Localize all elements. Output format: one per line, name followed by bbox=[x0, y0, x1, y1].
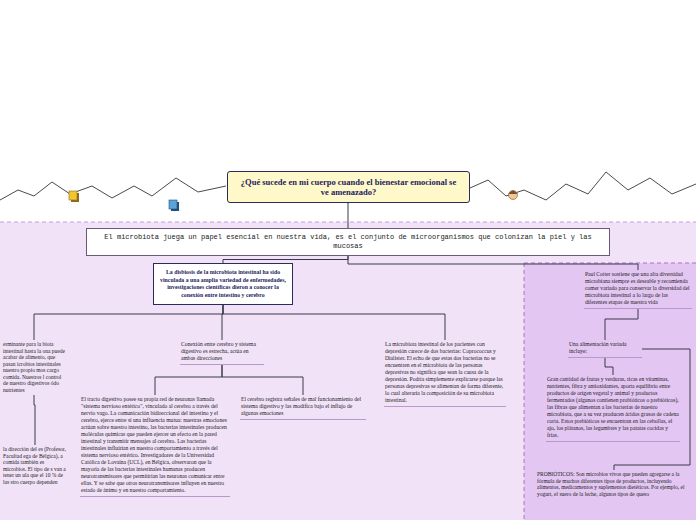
note-text: PROBIÓTICOS: Son microbios vivos que pue… bbox=[536, 470, 692, 499]
note-text: El tracto digestivo posee su propia red … bbox=[80, 395, 230, 497]
note-text: La microbiota intestinal de los paciente… bbox=[384, 340, 506, 407]
node-text: Conexión entre cerebro y sistema digesti… bbox=[181, 341, 263, 362]
note-icon bbox=[169, 200, 179, 211]
branch-line bbox=[222, 365, 303, 395]
note-text: Paul Cotter sostiene que una alta divers… bbox=[584, 270, 692, 309]
note-icon bbox=[69, 191, 79, 202]
note-text: Gran cantidad de frutas y verduras, rica… bbox=[546, 375, 680, 442]
topic-box: La disbiosis de la microbiota intestinal… bbox=[153, 263, 293, 305]
node-text: PROBIÓTICOS: Son microbios vivos que pue… bbox=[537, 471, 691, 497]
node-text: La microbiota intestinal de los paciente… bbox=[385, 341, 505, 404]
node-text: El microbiota juega un papel esencial en… bbox=[93, 233, 603, 251]
branch-line bbox=[223, 256, 348, 263]
note-text: la dirección del es (Profesor, Facultad … bbox=[2, 445, 68, 487]
note-text: El cerebro registra señales de mal funci… bbox=[240, 395, 366, 420]
node-text: El cerebro registra señales de mal funci… bbox=[241, 396, 365, 417]
node-text: Gran cantidad de frutas y verduras, rica… bbox=[547, 376, 679, 439]
side-panel bbox=[524, 263, 696, 520]
branch-line bbox=[155, 365, 222, 395]
central-topic: ¿Qué sucede en mi cuerpo cuando el biene… bbox=[227, 171, 470, 203]
branch-line bbox=[348, 203, 350, 228]
branch-line bbox=[605, 358, 613, 375]
node-text: La disbiosis de la microbiota intestinal… bbox=[160, 269, 286, 299]
branch-line bbox=[34, 395, 35, 445]
note-text: erminante para la biota intestinal hasta… bbox=[2, 340, 66, 395]
branch-line bbox=[223, 305, 445, 340]
branch-line bbox=[605, 309, 638, 340]
branch-line bbox=[348, 256, 638, 270]
node-text: Paul Cotter sostiene que una alta divers… bbox=[585, 271, 691, 306]
node-text: Una alimentación variada incluye: bbox=[569, 341, 641, 355]
main-box: El microbiota juega un papel esencial en… bbox=[86, 228, 610, 256]
note-text: Una alimentación variada incluye: bbox=[568, 340, 642, 358]
node-text: El tracto digestivo posee su propia red … bbox=[81, 396, 229, 494]
note-text: Conexión entre cerebro y sistema digesti… bbox=[180, 340, 264, 365]
node-text: la dirección del es (Profesor, Facultad … bbox=[3, 446, 67, 485]
branch-line bbox=[34, 305, 223, 340]
node-text: ¿Qué sucede en mi cuerpo cuando el biene… bbox=[236, 177, 461, 197]
node-text: erminante para la biota intestinal hasta… bbox=[3, 341, 65, 393]
face-icon bbox=[509, 191, 518, 200]
